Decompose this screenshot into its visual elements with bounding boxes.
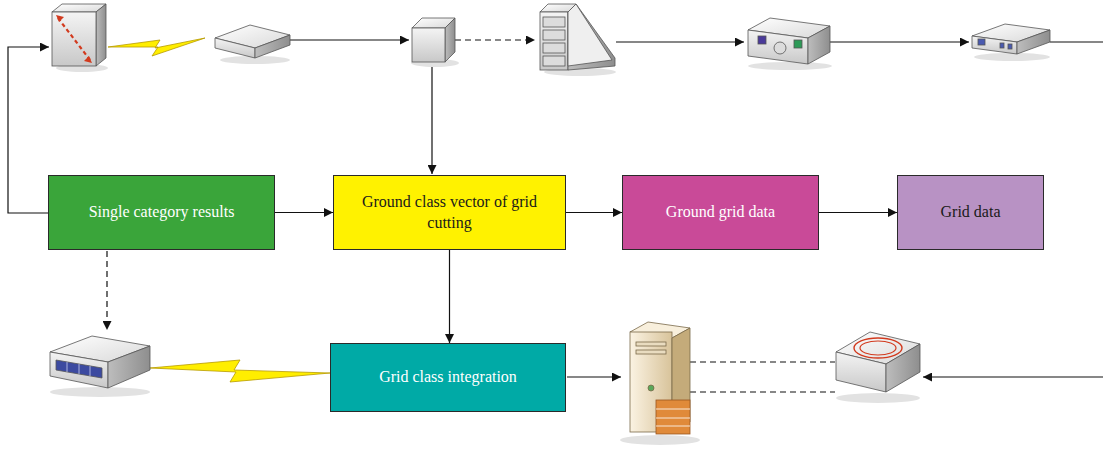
ring-device xyxy=(836,332,920,403)
cutting-device xyxy=(411,18,459,67)
box-label: Ground class vector of grid cutting xyxy=(342,192,557,234)
wireless-bolt xyxy=(150,360,330,382)
box-label: Ground grid data xyxy=(666,202,775,223)
processing-device xyxy=(748,18,832,70)
flow-arrow xyxy=(819,212,897,213)
box-label: Single category results xyxy=(89,202,235,223)
process-box: Ground class vector of grid cutting xyxy=(333,175,566,250)
process-box: Ground grid data xyxy=(622,175,819,250)
box-label: Grid data xyxy=(941,202,1001,223)
server xyxy=(620,322,700,445)
wireless-bolt xyxy=(108,38,205,56)
sensor-device xyxy=(52,4,108,72)
process-box: Single category results xyxy=(48,175,275,250)
box-label: Grid class integration xyxy=(379,367,517,388)
flow-arrow xyxy=(566,212,622,213)
flow-arrow xyxy=(449,250,450,343)
storage-device xyxy=(540,4,616,76)
flow-arrow xyxy=(275,212,333,213)
output-device xyxy=(972,24,1050,61)
wires xyxy=(8,40,1103,392)
receiver-device xyxy=(215,25,290,64)
process-box: Grid data xyxy=(897,175,1044,250)
process-box: Grid class integration xyxy=(330,343,566,412)
terminal-device xyxy=(50,336,150,397)
